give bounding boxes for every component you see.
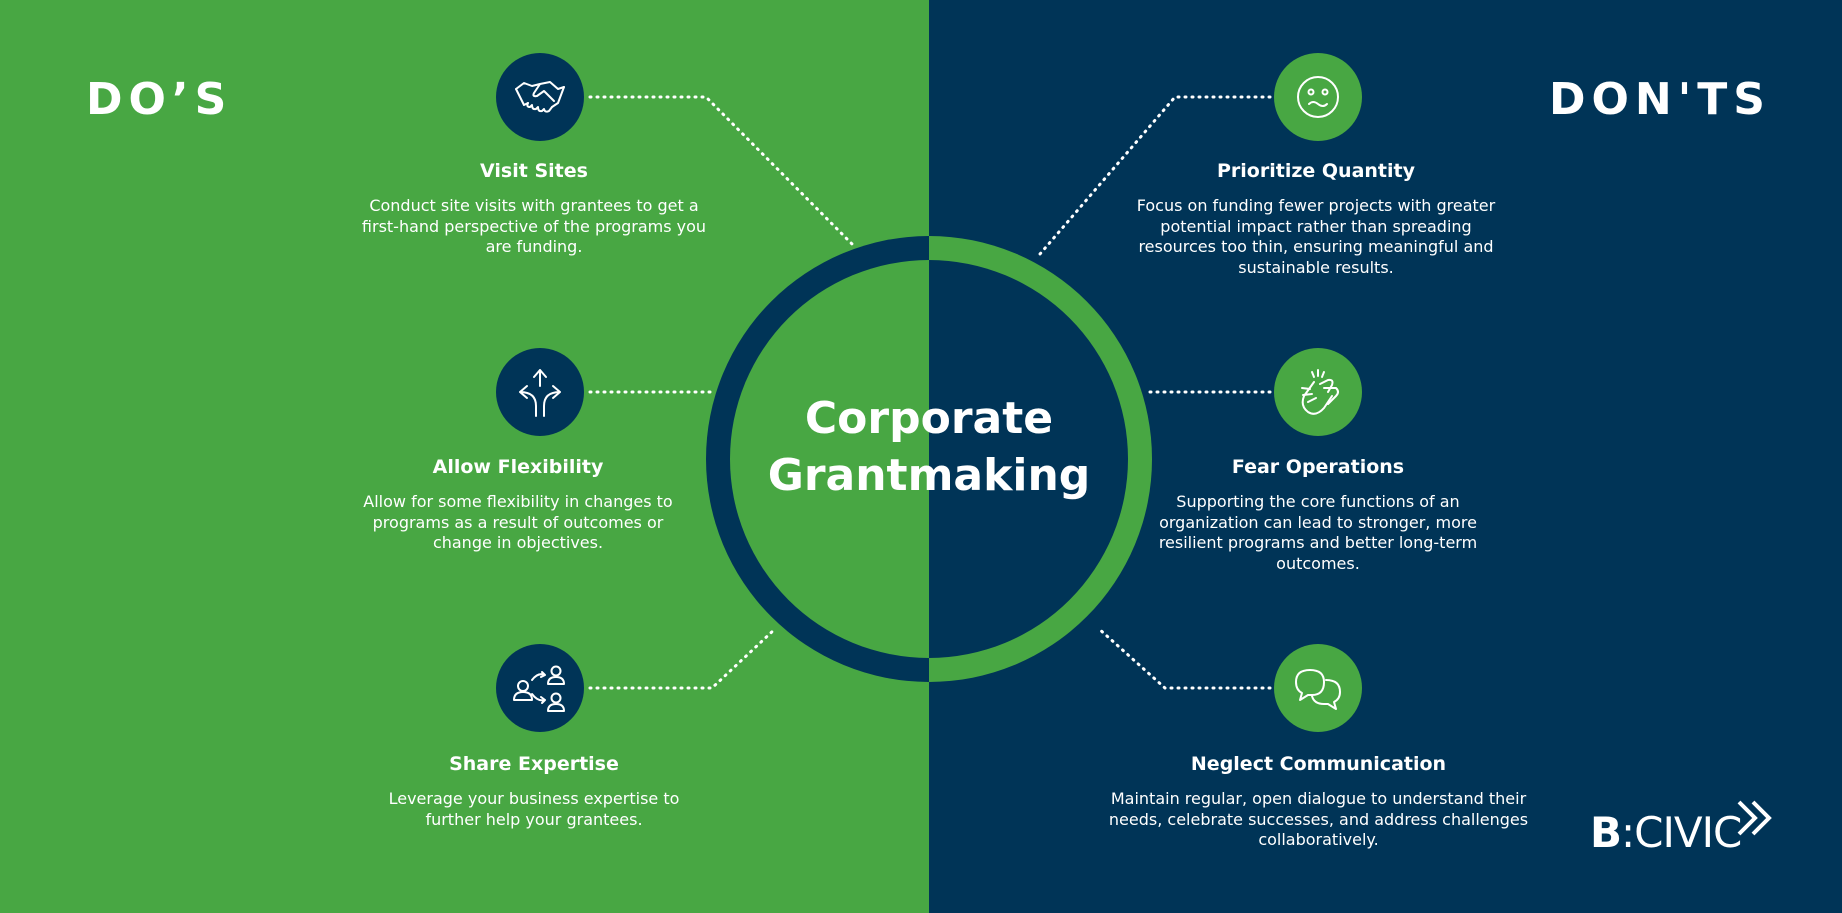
logo-text: B:CIVIC [1590, 807, 1742, 857]
connector-share-expertise [588, 626, 778, 690]
worried-face-icon [1274, 53, 1362, 141]
dont-item-desc: Supporting the core functions of an orga… [1158, 492, 1478, 573]
connector-prioritize-quantity [1038, 95, 1272, 256]
dont-item-title: Prioritize Quantity [1217, 160, 1415, 182]
central-hub [706, 236, 1152, 682]
dos-heading: DO’S [86, 74, 233, 125]
people-share-icon [496, 644, 584, 732]
double-chevron-icon [1737, 800, 1773, 836]
dont-item-fear-operations: Fear Operations Supporting the core func… [1118, 456, 1518, 574]
dont-item-desc: Focus on funding fewer projects with gre… [1136, 196, 1496, 277]
split-arrows-icon [496, 348, 584, 436]
dont-item-prioritize-quantity: Prioritize Quantity Focus on funding few… [1116, 160, 1516, 278]
connector-neglect-communication [1096, 626, 1272, 690]
center-title-line2: Grantmaking [767, 450, 1091, 501]
do-item-share-expertise: Share Expertise Leverage your business e… [334, 753, 734, 830]
clapping-hands-icon [1274, 348, 1362, 436]
logo-text-rest: :CIVIC [1621, 807, 1742, 857]
donts-heading: DON'TS [1549, 74, 1771, 125]
speech-bubbles-icon [1274, 644, 1362, 732]
do-item-allow-flexibility: Allow Flexibility Allow for some flexibi… [318, 456, 718, 554]
handshake-icon [496, 53, 584, 141]
do-item-desc: Allow for some flexibility in changes to… [363, 492, 673, 552]
dont-item-neglect-communication: Neglect Communication Maintain regular, … [1096, 753, 1541, 851]
do-item-title: Allow Flexibility [432, 456, 604, 478]
do-item-desc: Leverage your business expertise to furt… [388, 789, 680, 829]
do-item-title: Share Expertise [449, 753, 619, 775]
logo-text-bold: B [1590, 807, 1622, 857]
dont-item-title: Neglect Communication [1190, 753, 1447, 775]
dont-item-title: Fear Operations [1231, 456, 1405, 478]
dont-item-desc: Maintain regular, open dialogue to under… [1108, 789, 1529, 849]
do-item-desc: Conduct site visits with grantees to get… [361, 196, 707, 256]
do-item-title: Visit Sites [480, 160, 588, 182]
center-title-line1: Corporate [804, 393, 1054, 444]
do-item-visit-sites: Visit Sites Conduct site visits with gra… [334, 160, 734, 258]
bcivic-logo: B:CIVIC [1590, 800, 1779, 862]
center-title: Corporate Grantmaking [729, 390, 1129, 504]
